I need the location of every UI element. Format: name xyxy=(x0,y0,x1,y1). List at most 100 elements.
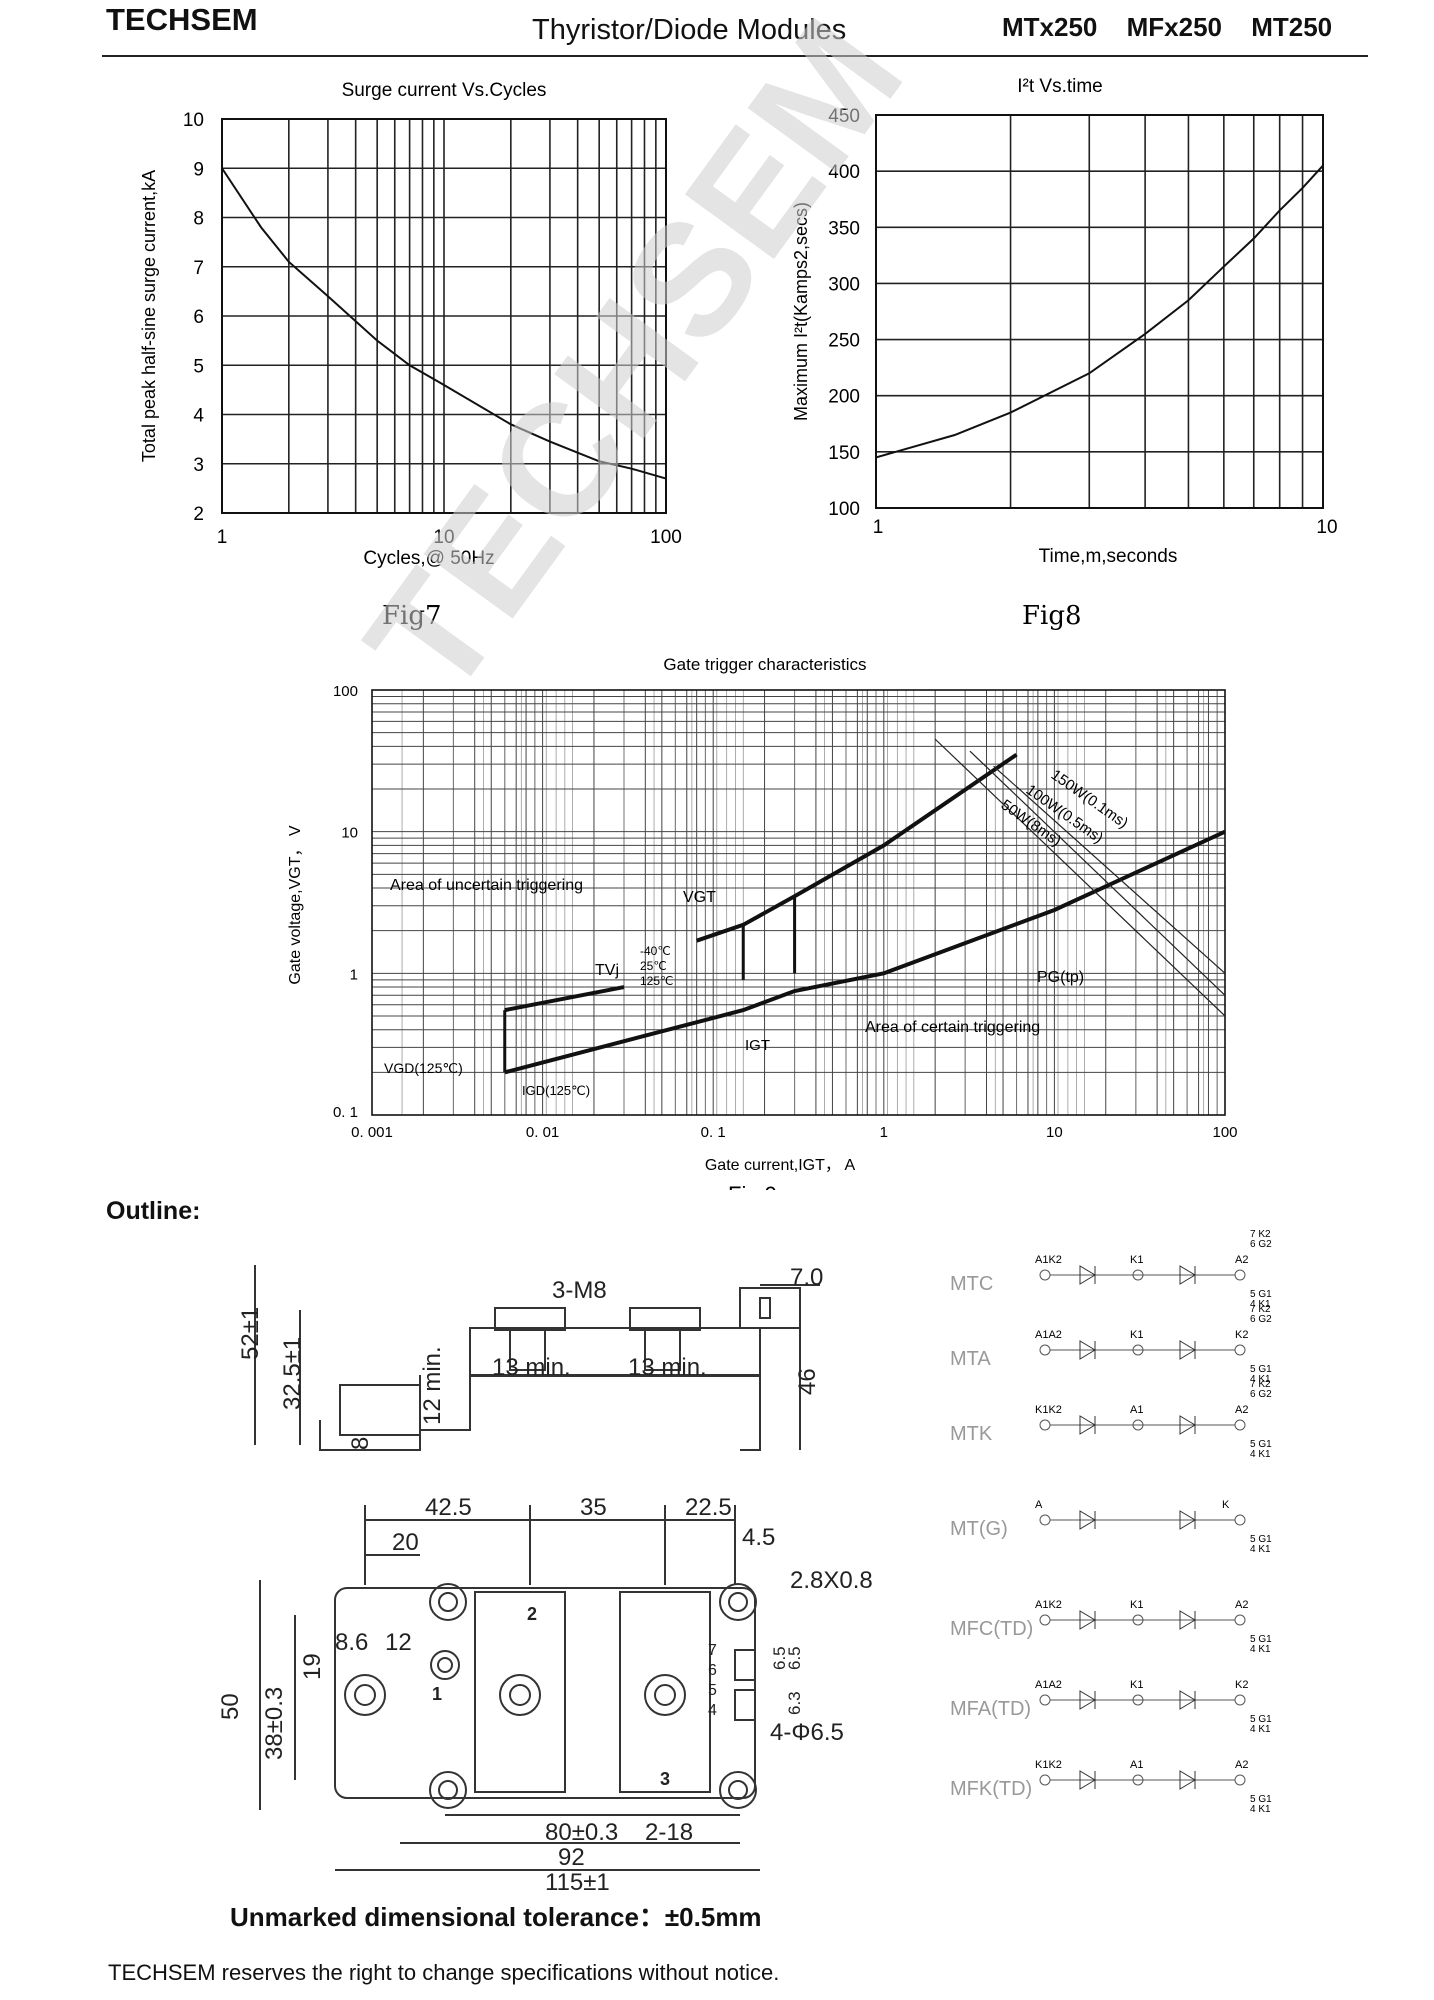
circuit-mid-label: A1 xyxy=(1130,1404,1143,1416)
circuit-gate-bottom-0: 5 G1 xyxy=(1250,1714,1272,1725)
fig9-ylabel: Gate voltage,VGT， V xyxy=(287,825,304,985)
circuit-left-terminal xyxy=(1039,1514,1051,1526)
fig7-ytick-2: 4 xyxy=(193,406,204,427)
fig9-power-line-1 xyxy=(969,750,1226,996)
circuit-gate-bottom-1: 4 K1 xyxy=(1250,1644,1271,1655)
circuit-left-terminal xyxy=(1039,1774,1051,1786)
fig8-series-line xyxy=(875,164,1324,459)
dim-4-phi-6-5: 4-Φ6.5 xyxy=(770,1719,844,1746)
fig8-ylabel: Maximum I²t(Kamps2,secs) xyxy=(791,202,811,421)
fig9-xtick-3: 1 xyxy=(880,1124,888,1141)
circuit-right-label: K xyxy=(1222,1499,1230,1511)
tolerance-note: Unmarked dimensional tolerance：±0.5mm xyxy=(230,1902,762,1932)
fig7-xtick-0: 1 xyxy=(217,527,228,548)
fig8-ytick-0: 100 xyxy=(828,499,860,520)
fig9-series-0 xyxy=(504,829,1226,1075)
dim-22-5: 22.5 xyxy=(685,1494,732,1521)
circuit-device-2 xyxy=(1179,1770,1196,1790)
fig7-caption: Fig7 xyxy=(382,601,442,631)
fig8-ytick-1: 150 xyxy=(828,443,860,464)
dim-2-8x0-8: 2.8X0.8 xyxy=(790,1567,873,1594)
circuit-right-terminal xyxy=(1234,1344,1246,1356)
circuit-mid-label: K1 xyxy=(1130,1599,1143,1611)
dim-8-6: 8.6 xyxy=(335,1629,368,1656)
top-view-drawing xyxy=(259,1505,760,1871)
fig7-xlabel: Cycles,@ 50Hz xyxy=(363,548,494,569)
fig9-label-igt: IGT xyxy=(745,1037,770,1054)
circuit-device-1 xyxy=(1079,1265,1096,1285)
circuit-mid-label: K1 xyxy=(1130,1254,1143,1266)
dim-80: 80±0.3 xyxy=(545,1819,618,1846)
fig9-ytick-0: 0. 1 xyxy=(333,1104,358,1121)
circuit-gate-top-1: 6 G2 xyxy=(1250,1314,1272,1325)
fig7-frame xyxy=(221,118,667,514)
side-view-drawing xyxy=(254,1265,820,1451)
circuit-mid-label: K1 xyxy=(1130,1679,1143,1691)
fig9-power-line-2 xyxy=(993,765,1226,974)
circuit-gate-bottom-0: 5 G1 xyxy=(1250,1794,1272,1805)
circuit-gate-top-1: 6 G2 xyxy=(1250,1389,1272,1400)
fig7-title: Surge current Vs.Cycles xyxy=(342,80,547,101)
circuit-left-terminal xyxy=(1039,1269,1051,1281)
circuit-name: MFC(TD) xyxy=(950,1618,1033,1640)
fig9-caption: Fig.9 xyxy=(728,1182,777,1190)
outline-drawings: 3-M8 7.0 52±1 32.5±1 12 min. 13 min. 13 … xyxy=(217,1229,1272,1890)
fig7-ytick-8: 10 xyxy=(183,110,204,131)
footer-disclaimer: TECHSEM reserves the right to change spe… xyxy=(108,1960,780,1985)
dim-35: 35 xyxy=(580,1494,607,1521)
circuit-gate-bottom-1: 4 K1 xyxy=(1250,1544,1271,1555)
dim-2-18: 2-18 xyxy=(645,1819,693,1846)
circuit-device-2 xyxy=(1179,1265,1196,1285)
dim-6-5-a: 6.5 xyxy=(770,1646,789,1670)
circuit-device-1 xyxy=(1079,1690,1096,1710)
circuit-gate-bottom-0: 5 G1 xyxy=(1250,1534,1272,1545)
circuit-right-terminal xyxy=(1234,1614,1246,1626)
fig8-xtick-1: 10 xyxy=(1316,517,1337,538)
dim-12-min: 12 min. xyxy=(419,1346,446,1425)
circuit-gate-bottom-0: 5 G1 xyxy=(1250,1364,1272,1375)
circuit-right-label: A2 xyxy=(1235,1759,1248,1771)
circuit-left-label: K1K2 xyxy=(1035,1759,1062,1771)
circuit-gate-bottom-0: 5 G1 xyxy=(1250,1634,1272,1645)
circuit-device-1 xyxy=(1079,1510,1096,1530)
fig9-label-vgd: VGD(125℃) xyxy=(384,1060,463,1076)
circuit-device-1 xyxy=(1079,1610,1096,1630)
dim-42-5: 42.5 xyxy=(425,1494,472,1521)
dim-13-min-a: 13 min. xyxy=(492,1354,571,1381)
dim-13-min-b: 13 min. xyxy=(628,1354,707,1381)
fig9-power-line-0 xyxy=(934,738,1226,1017)
circuit-gate-bottom-1: 4 K1 xyxy=(1250,1374,1271,1385)
circuit-left-label: A xyxy=(1035,1499,1043,1511)
terminal-2: 2 xyxy=(527,1604,537,1624)
terminal-1: 1 xyxy=(432,1684,442,1704)
dim-92: 92 xyxy=(558,1844,585,1871)
fig7-ytick-4: 6 xyxy=(193,307,204,328)
fig9-ytick-2: 10 xyxy=(341,825,358,842)
dim-8: 8 xyxy=(347,1437,374,1450)
document-title: Thyristor/Diode Modules xyxy=(532,14,847,46)
fig9-xlabel: Gate current,IGT， A xyxy=(705,1157,856,1174)
fig9-xtick-2: 0. 1 xyxy=(701,1124,726,1141)
fig9-xtick-5: 100 xyxy=(1212,1124,1237,1141)
dim-46: 46 xyxy=(794,1368,821,1395)
circuit-right-terminal xyxy=(1234,1514,1246,1526)
fig7-ytick-5: 7 xyxy=(193,258,204,279)
fig9-title: Gate trigger characteristics xyxy=(663,655,866,674)
dim-7-0: 7.0 xyxy=(790,1264,823,1291)
circuit-gate-top-0: 7 K2 xyxy=(1250,1304,1271,1315)
circuit-mid-label: K1 xyxy=(1130,1329,1143,1341)
dim-4-5: 4.5 xyxy=(742,1524,775,1551)
fig7-ylabel: Total peak half-sine surge current,kA xyxy=(139,170,159,462)
fig9-xtick-1: 0. 01 xyxy=(526,1124,559,1141)
fig9-label-tvj: TVj xyxy=(595,962,619,979)
circuit-right-terminal xyxy=(1234,1694,1246,1706)
circuit-right-label: K2 xyxy=(1235,1679,1248,1691)
model-numbers: MTx250 MFx250 MT250 xyxy=(1002,12,1333,42)
